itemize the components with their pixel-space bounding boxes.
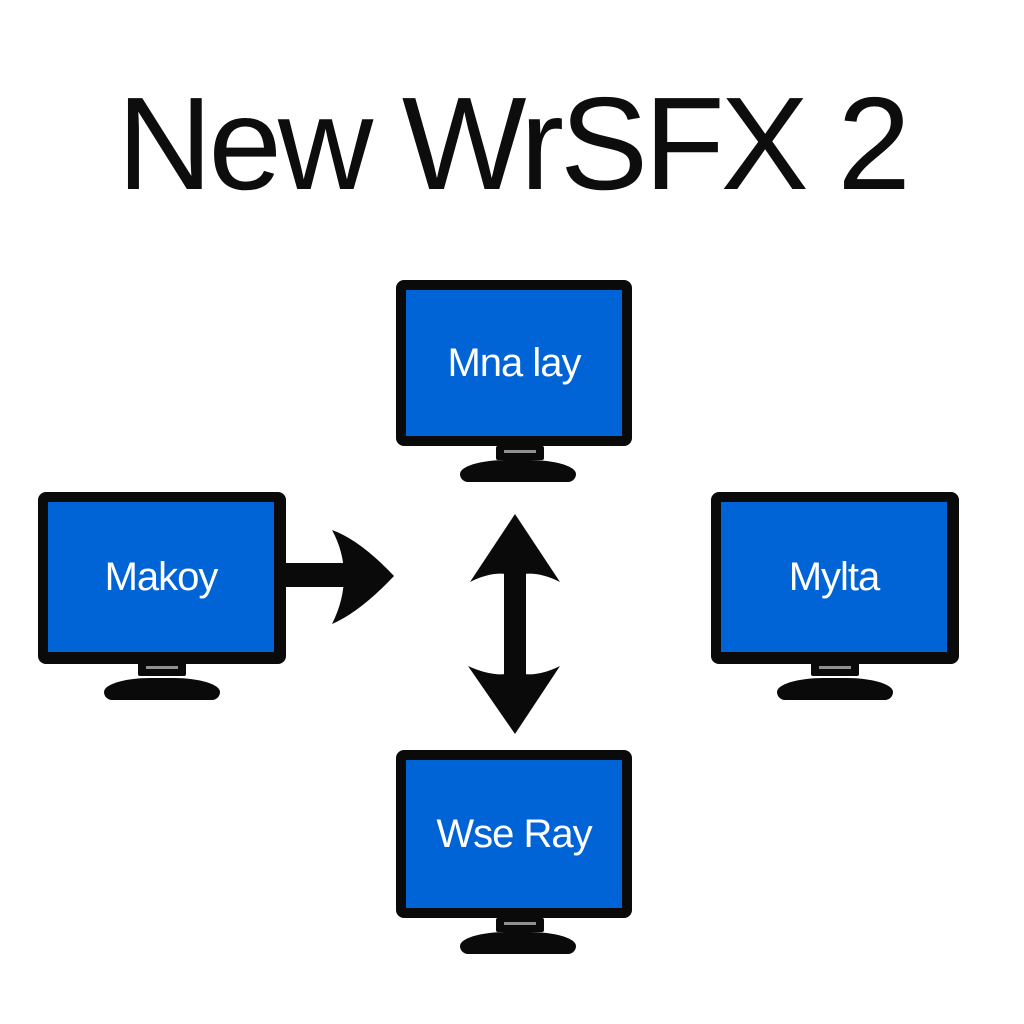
monitor-bezel: Makoy [38, 492, 286, 664]
monitor-bezel: Mna lay [396, 280, 632, 446]
monitor-stand-neck [496, 446, 544, 460]
monitor-stand-neck [138, 662, 186, 676]
arrow-up-down-icon [468, 514, 560, 734]
monitor-bezel: Wse Ray [396, 750, 632, 918]
monitor-right: Mylta [711, 492, 959, 700]
monitor-stand-base [104, 678, 220, 700]
monitor-screen-label: Makoy [48, 502, 274, 652]
monitor-stand-base [777, 678, 893, 700]
monitor-screen-label: Wse Ray [406, 760, 622, 908]
page-title: New WrSFX 2 [117, 70, 911, 217]
monitor-stand-base [460, 460, 576, 482]
monitor-bezel: Mylta [711, 492, 959, 664]
monitor-screen-label: Mylta [721, 502, 947, 652]
monitor-stand-neck [811, 662, 859, 676]
monitor-bottom: Wse Ray [396, 750, 644, 954]
monitor-screen-label: Mna lay [406, 290, 622, 436]
arrow-right-icon [286, 530, 394, 624]
monitor-stand-base [460, 932, 576, 954]
monitor-left: Makoy [38, 492, 286, 700]
monitor-stand-neck [496, 918, 544, 932]
monitor-top: Mna lay [396, 280, 644, 482]
